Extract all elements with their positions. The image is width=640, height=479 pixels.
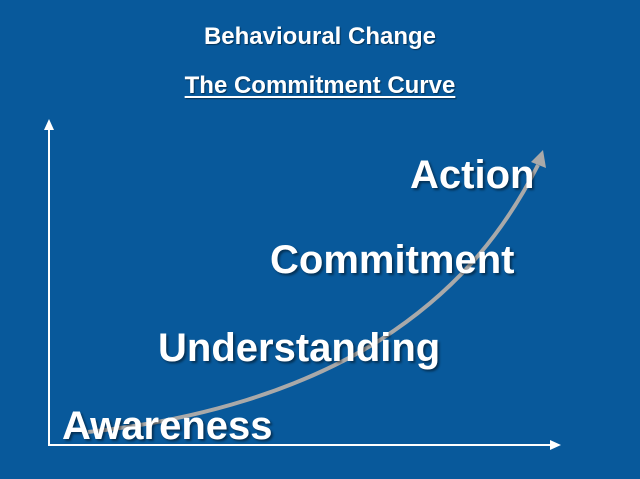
- curve-arrowhead: [531, 150, 546, 168]
- stage-action: Action: [410, 153, 535, 197]
- slide-subtitle: The Commitment Curve: [184, 72, 456, 99]
- x-axis-arrowhead: [550, 440, 561, 450]
- stage-commitment: Commitment: [270, 238, 515, 282]
- slide-title: Behavioural Change: [203, 23, 437, 50]
- stage-understanding: Understanding: [158, 326, 441, 370]
- commitment-curve: [87, 164, 540, 434]
- y-axis-arrowhead: [44, 119, 54, 130]
- stage-awareness: Awareness: [62, 404, 273, 448]
